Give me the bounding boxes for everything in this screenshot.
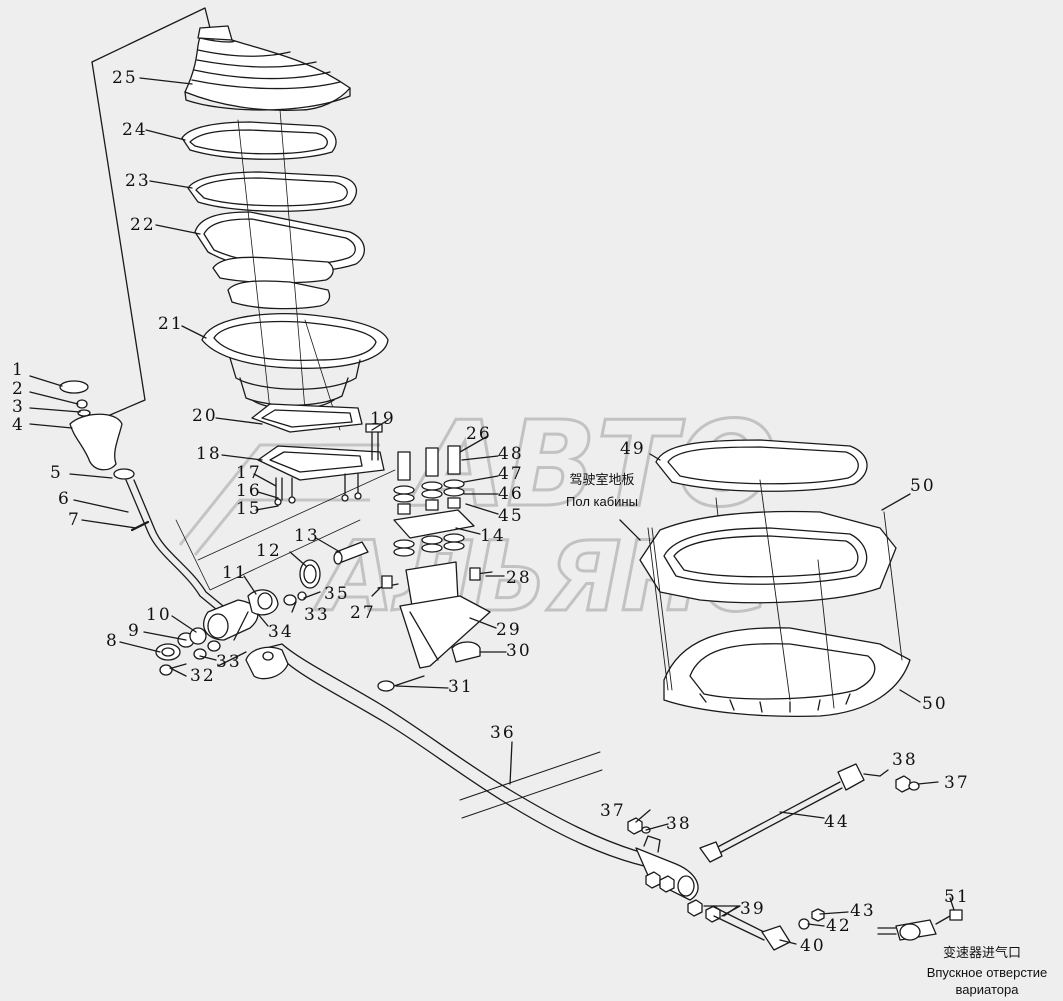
callout-26: 26 [466,424,492,444]
inlet-note-ru-1: Впускное отверстие [926,965,1048,980]
callout-34: 34 [268,622,294,642]
callout-43: 44 [824,812,850,832]
callout-28: 28 [506,568,532,588]
callout-47: 48 [498,444,524,464]
cab-floor-note-ru: Пол кабины [566,494,638,509]
callout-1: 1 [12,360,25,380]
inlet-note-zh: 变速器进气口 [942,945,1021,960]
gasket-20 [251,403,363,433]
callout-7: 7 [68,510,81,530]
callout-30: 30 [506,641,532,661]
callout-44: 45 [498,506,524,526]
shift-rod-36 [245,643,645,867]
callout-22: 22 [130,215,156,235]
callout-11: 11 [222,563,248,583]
callout-24: 24 [122,120,148,140]
callout-17: 17 [236,463,262,483]
callout-35: 35 [324,584,350,604]
bolt-32 [159,664,173,676]
bracket-18 [257,445,385,481]
callout-33b: 33 [304,605,330,625]
callout-14: 14 [480,526,506,546]
callout-10: 10 [146,605,172,625]
cap-1 [59,380,89,394]
seal-23 [187,171,358,212]
callout-6: 6 [58,489,71,509]
callout-13: 13 [294,526,320,546]
callout-16: 16 [236,481,262,501]
spring-stack [393,445,475,557]
callout-23: 23 [125,171,151,191]
rod-43 [711,781,843,857]
disc-12 [299,559,321,589]
base-50 [663,627,911,718]
bolt-31 [377,680,395,692]
callout-8: 8 [106,631,119,651]
callout-33a: 33 [216,652,242,672]
knob-4 [69,413,123,471]
callout-40: 40 [800,936,826,956]
callout-12: 12 [256,541,282,561]
callout-37a: 37 [944,773,970,793]
callout-4: 4 [12,415,25,435]
cab-floor-note-zh: 驾驶室地板 [569,472,635,487]
callout-3: 3 [12,397,25,417]
callout-2: 2 [12,379,25,399]
callout-37b: 37 [600,801,626,821]
callout-27: 27 [350,603,376,623]
callout-15: 15 [236,499,262,519]
callout-20: 20 [192,406,218,426]
inlet-note-ru-2: вариатора [955,982,1019,997]
callout-38b: 38 [666,814,692,834]
callout-18: 18 [196,444,222,464]
lower-boot-21 [201,313,389,410]
callout-48: 49 [620,439,646,459]
callout-41: 42 [826,916,852,936]
callout-32: 32 [190,666,216,686]
callout-31: 31 [448,677,474,697]
rod-end-40 [761,925,791,951]
callout-42: 43 [850,901,876,921]
callout-5: 5 [50,463,63,483]
rubber-boot-25 [184,25,351,111]
callout-51: 51 [944,887,970,907]
washer-3 [77,409,91,417]
callout-9: 9 [128,621,141,641]
seal-48 [655,439,868,492]
bushing-8 [155,643,181,661]
callout-21: 21 [158,314,184,334]
callout-29: 29 [496,620,522,640]
callout-25: 25 [112,68,138,88]
callout-39: 39 [740,899,766,919]
callout-46: 47 [498,464,524,484]
callout-49: 50 [910,476,936,496]
callout-45: 46 [498,484,524,504]
callout-19: 19 [370,409,396,429]
collar-5 [113,468,135,480]
ring-10 [189,627,207,645]
bracket-29 [377,561,493,692]
callout-38a: 38 [892,750,918,770]
callout-36: 36 [490,723,516,743]
lever-6 [125,479,229,615]
callout-50: 50 [922,694,948,714]
